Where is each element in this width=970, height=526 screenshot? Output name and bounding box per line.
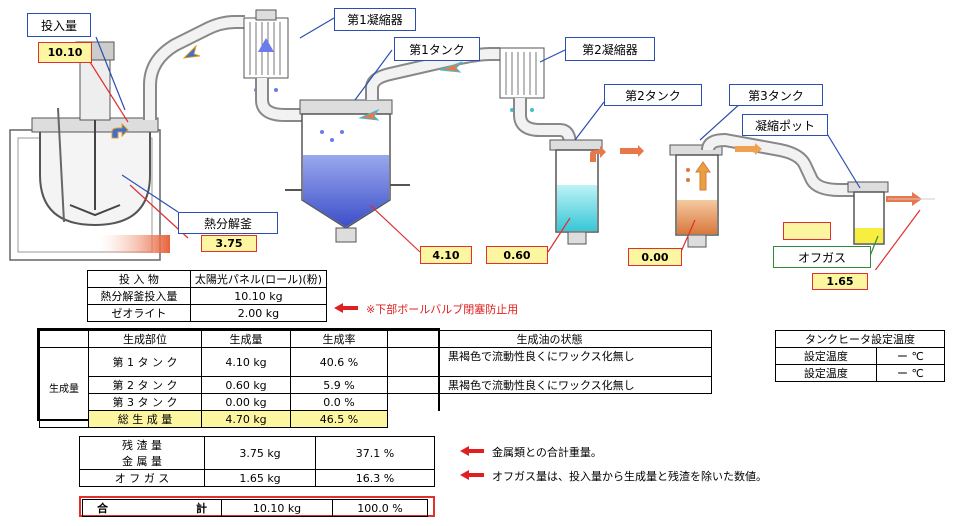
production-header-amount: 生成量 xyxy=(201,330,291,348)
value-input: 10.10 xyxy=(38,42,92,63)
process-diagram xyxy=(9,9,935,270)
red-arrow-icon xyxy=(460,446,484,456)
residue-rate: 37.1 % xyxy=(315,436,435,470)
input-row-label: 熱分解釜投入量 xyxy=(87,287,191,305)
heater-title: タンクヒータ設定温度 xyxy=(775,330,945,348)
red-arrow-icon xyxy=(460,470,484,480)
value-residue: 3.75 xyxy=(201,235,257,252)
production-row-state: 黒褐色で流動性良くにワックス化無し xyxy=(387,347,712,377)
input-table: 投 入 物 太陽光パネル(ロール)(粉) 熱分解釜投入量 10.10 kg ゼオ… xyxy=(87,270,328,322)
input-row-value: 10.10 kg xyxy=(189,287,328,305)
callout-tank1: 第1タンク xyxy=(394,37,480,61)
red-arrow-icon xyxy=(334,303,358,313)
production-corner xyxy=(39,330,89,348)
residue-table: 残 渣 量 3.75 kg 37.1 % 金 属 量 オ フ ガ ス 1.65 … xyxy=(79,436,435,487)
production-row-state xyxy=(387,393,712,411)
residue-amount: 3.75 kg xyxy=(204,436,316,470)
production-row-rate: 0.0 % xyxy=(290,393,388,411)
residue-note: 金属類との合計重量。 xyxy=(492,446,602,459)
callout-condenser1: 第1凝縮器 xyxy=(334,8,416,31)
value-tank3: 0.00 xyxy=(628,248,682,266)
heater-row-label: 設定温度 xyxy=(775,347,877,365)
production-header-rate: 生成率 xyxy=(290,330,388,348)
callout-condenser2: 第2凝縮器 xyxy=(565,37,655,61)
residue-label: 残 渣 量 xyxy=(79,436,205,453)
value-offgas: 1.65 xyxy=(812,273,868,290)
production-row-amount: 4.10 kg xyxy=(201,347,291,377)
offgas-label: オ フ ガ ス xyxy=(79,469,205,487)
input-header-item: 投 入 物 xyxy=(87,270,191,288)
offgas-amount: 1.65 kg xyxy=(204,469,316,487)
heater-row-label: 設定温度 xyxy=(775,364,877,382)
callout-condense-pot: 凝縮ポット xyxy=(742,114,828,136)
production-header-part: 生成部位 xyxy=(88,330,202,348)
production-row-part: 第 1 タ ン ク xyxy=(88,347,202,377)
callout-pyrolysis-kettle: 熱分解釜 xyxy=(178,212,278,234)
production-row-rate: 5.9 % xyxy=(290,376,388,394)
production-total-rate: 46.5 % xyxy=(290,410,388,428)
production-side-label: 生成量 xyxy=(39,347,89,428)
production-header-state: 生成油の状態 xyxy=(387,330,712,348)
production-table: 生成部位 生成量 生成率 生成油の状態 生成量 第 1 タ ン ク 4.10 k… xyxy=(39,330,712,428)
total-rate: 100.0 % xyxy=(332,499,428,517)
production-total-part: 総 生 成 量 xyxy=(88,410,202,428)
production-row-amount: 0.00 kg xyxy=(201,393,291,411)
callout-offgas: オフガス xyxy=(773,246,871,268)
callout-tank3: 第3タンク xyxy=(729,84,823,106)
production-row-state: 黒褐色で流動性良くにワックス化無し xyxy=(387,376,712,394)
total-table: 合 計 10.10 kg 100.0 % xyxy=(82,499,428,517)
total-amount: 10.10 kg xyxy=(221,499,333,517)
metal-label: 金 属 量 xyxy=(79,453,205,470)
heater-row-value: ー ℃ xyxy=(875,364,946,382)
production-row-part: 第 2 タ ン ク xyxy=(88,376,202,394)
input-note: ※下部ボールバルブ閉塞防止用 xyxy=(366,303,519,316)
input-row-value: 2.00 kg xyxy=(189,304,328,322)
production-total-state xyxy=(387,410,712,428)
input-header-material: 太陽光パネル(ロール)(粉) xyxy=(189,270,328,288)
heater-row-value: ー ℃ xyxy=(875,347,946,365)
value-pot xyxy=(783,222,831,240)
callout-input-amount: 投入量 xyxy=(27,13,91,37)
offgas-note: オフガス量は、投入量から生成量と残渣を除いた数値。 xyxy=(492,470,767,483)
heater-table: タンクヒータ設定温度 設定温度 ー ℃ 設定温度 ー ℃ xyxy=(775,330,946,382)
production-row-part: 第 3 タ ン ク xyxy=(88,393,202,411)
total-label: 合 計 xyxy=(82,499,222,517)
production-row-rate: 40.6 % xyxy=(290,347,388,377)
offgas-rate: 16.3 % xyxy=(315,469,435,487)
value-tank1: 4.10 xyxy=(420,246,472,264)
input-row-label: ゼオライト xyxy=(87,304,191,322)
callout-tank2: 第2タンク xyxy=(604,84,702,106)
production-row-amount: 0.60 kg xyxy=(201,376,291,394)
production-total-amount: 4.70 kg xyxy=(201,410,291,428)
value-tank2: 0.60 xyxy=(486,246,548,264)
